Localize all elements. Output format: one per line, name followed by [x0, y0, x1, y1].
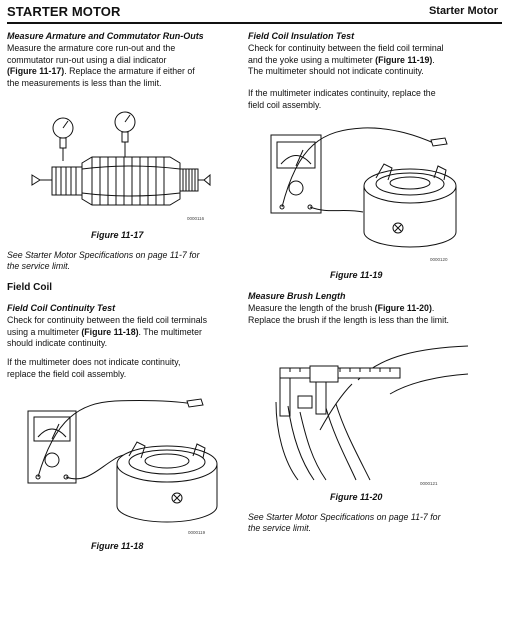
armature-runout-heading: Measure Armature and Commutator Run-Outs — [7, 31, 204, 41]
brush-length-heading: Measure Brush Length — [248, 291, 346, 301]
page-title: STARTER MOTOR — [7, 4, 121, 19]
figure-11-19-caption: Figure 11-19 — [330, 270, 383, 280]
figure-11-17-caption: Figure 11-17 — [91, 230, 144, 240]
figure-code: 0000120 — [430, 257, 448, 262]
figure-11-18-illustration — [27, 398, 218, 523]
continuity-test-heading: Field Coil Continuity Test — [7, 303, 116, 313]
figure-11-19-illustration — [270, 127, 457, 248]
continuity-test-paragraph: Check for continuity between the field c… — [7, 315, 207, 349]
spec-reference-note: See Starter Motor Specifications on page… — [7, 250, 200, 271]
figure-ref: (Figure 11-19) — [375, 54, 433, 65]
figure-11-20-illustration — [275, 345, 469, 481]
insulation-test-paragraph: Check for continuity between the field c… — [248, 43, 444, 77]
armature-runout-paragraph: Measure the armature core run-out and th… — [7, 43, 195, 88]
insulation-test-heading: Field Coil Insulation Test — [248, 31, 355, 41]
section-title: Starter Motor — [428, 5, 498, 17]
figure-11-17-illustration — [31, 111, 211, 206]
figure-code: 0000121 — [420, 481, 438, 486]
field-coil-heading: Field Coil — [7, 282, 52, 293]
figure-ref: (Figure 11-18) — [81, 326, 139, 337]
insulation-fail-paragraph: If the multimeter indicates continuity, … — [248, 88, 436, 110]
figure-ref: (Figure 11-20) — [374, 303, 432, 313]
brush-length-paragraph: Measure the length of the brush (Figure … — [248, 303, 449, 325]
figure-code: 0000119 — [188, 530, 206, 535]
header-rule — [7, 22, 502, 24]
continuity-fail-paragraph: If the multimeter does not indicate cont… — [7, 357, 181, 379]
spec-reference-note: See Starter Motor Specifications on page… — [248, 512, 441, 533]
figure-11-18-caption: Figure 11-18 — [91, 541, 144, 551]
figure-11-20-caption: Figure 11-20 — [330, 492, 383, 502]
figure-code: 0000116 — [187, 216, 205, 221]
figure-ref: (Figure 11-17) — [7, 66, 65, 77]
